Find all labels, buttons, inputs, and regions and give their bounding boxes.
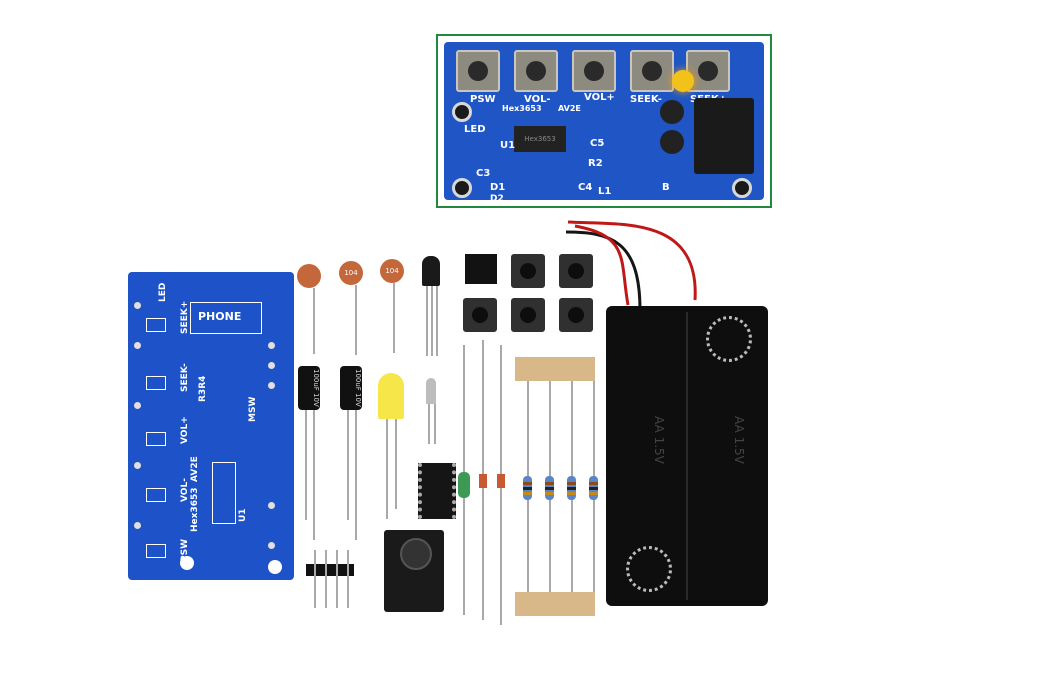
- tactile-button: [463, 298, 497, 332]
- button-footprint: [146, 432, 166, 446]
- ceramic-capacitor: [297, 264, 321, 288]
- assembled-board-inset: PSW VOL- VOL+ SEEK- SEEK+ Hex3653 AV2E H…: [436, 34, 772, 208]
- pin-header: [306, 564, 354, 576]
- inductor: [458, 472, 470, 498]
- pcb-label-av2e: AV2E: [190, 456, 200, 482]
- label-seek-minus: SEEK-: [630, 94, 662, 105]
- label-av2e: AV2E: [558, 104, 581, 113]
- pcb-title: PHONE: [198, 310, 242, 323]
- jumper-header: [465, 254, 497, 284]
- electrolytic-capacitor: 100uF 10V: [298, 366, 320, 410]
- tactile-button: [511, 298, 545, 332]
- label-c5: C5: [590, 138, 605, 149]
- tactile-button: [511, 254, 545, 288]
- resistor: [567, 476, 576, 500]
- label-c3: C3: [476, 168, 491, 179]
- label-u1: U1: [500, 140, 516, 151]
- battery-holder: AA 1.5V AA 1.5V: [606, 306, 768, 606]
- pcb-label-hex: Hex3653: [190, 487, 200, 533]
- headphone-jack: [384, 530, 444, 612]
- electrolytic-capacitor: 100uF 10V: [340, 366, 362, 410]
- resistor-tape: [515, 357, 595, 381]
- ic-chip: [418, 463, 456, 519]
- spring-contact: [626, 546, 672, 592]
- ic-footprint: [212, 462, 236, 524]
- capacitor-c1: [660, 100, 684, 124]
- battery-label: AA 1.5V: [652, 416, 666, 464]
- label-l1: L1: [598, 186, 612, 197]
- ceramic-capacitor: 104: [380, 259, 404, 283]
- label-vol-minus: VOL-: [524, 94, 551, 105]
- ic-chip: Hex3653: [514, 126, 566, 152]
- label-vol-plus: VOL+: [584, 92, 615, 103]
- mount-hole: [452, 178, 472, 198]
- diode: [479, 474, 487, 488]
- button-seek-plus: [686, 50, 730, 92]
- label-r2: R2: [588, 158, 603, 169]
- diode: [497, 474, 505, 488]
- capacitor-c2: [660, 130, 684, 154]
- tactile-button: [559, 254, 593, 288]
- label-psw: PSW: [470, 94, 496, 105]
- button-seek-minus: [630, 50, 674, 92]
- jack-outline: [190, 302, 262, 334]
- pcb-label-vol-plus: VOL+: [180, 416, 190, 444]
- audio-jack: [694, 98, 754, 174]
- button-vol-plus: [572, 50, 616, 92]
- pcb-label-seek-minus: SEEK-: [180, 363, 190, 392]
- led-lit: [672, 70, 694, 92]
- pcb-label-u1: U1: [238, 508, 248, 522]
- button-psw: [456, 50, 500, 92]
- resistor: [523, 476, 532, 500]
- resistor-tape: [515, 592, 595, 616]
- pcb-label-vol-minus: VOL-: [180, 478, 190, 502]
- label-hex: Hex3653: [502, 104, 542, 113]
- mount-hole: [452, 102, 472, 122]
- resistor: [589, 476, 598, 500]
- pcb-label-msw: MSW: [248, 396, 258, 422]
- label-d1: D1: [490, 182, 506, 193]
- label-pw: LED: [464, 124, 486, 135]
- assembled-board: PSW VOL- VOL+ SEEK- SEEK+ Hex3653 AV2E H…: [444, 42, 764, 204]
- transistor: [422, 256, 440, 286]
- button-vol-minus: [514, 50, 558, 92]
- pcb-label-r3r4: R3R4: [198, 375, 208, 402]
- button-footprint: [146, 318, 166, 332]
- button-footprint: [146, 544, 166, 558]
- mount-hole: [268, 560, 282, 574]
- crystal: [426, 378, 436, 404]
- tactile-button: [559, 298, 593, 332]
- ceramic-capacitor: 104: [339, 261, 363, 285]
- yellow-led: [378, 373, 404, 419]
- spring-contact: [706, 316, 752, 362]
- mount-hole: [732, 178, 752, 198]
- pcb-label-seek-plus: SEEK+: [180, 300, 190, 334]
- label-d2: D2: [490, 194, 504, 204]
- mount-hole: [180, 556, 194, 570]
- button-footprint: [146, 488, 166, 502]
- pcb-label-led: LED: [158, 282, 168, 302]
- bare-pcb: PHONE PSW VOL- VOL+ SEEK- SEEK+ Hex3653 …: [128, 272, 294, 580]
- label-c4: C4: [578, 182, 593, 193]
- resistor: [545, 476, 554, 500]
- label-b: B: [662, 182, 670, 193]
- button-footprint: [146, 376, 166, 390]
- battery-label: AA 1.5V: [732, 416, 746, 464]
